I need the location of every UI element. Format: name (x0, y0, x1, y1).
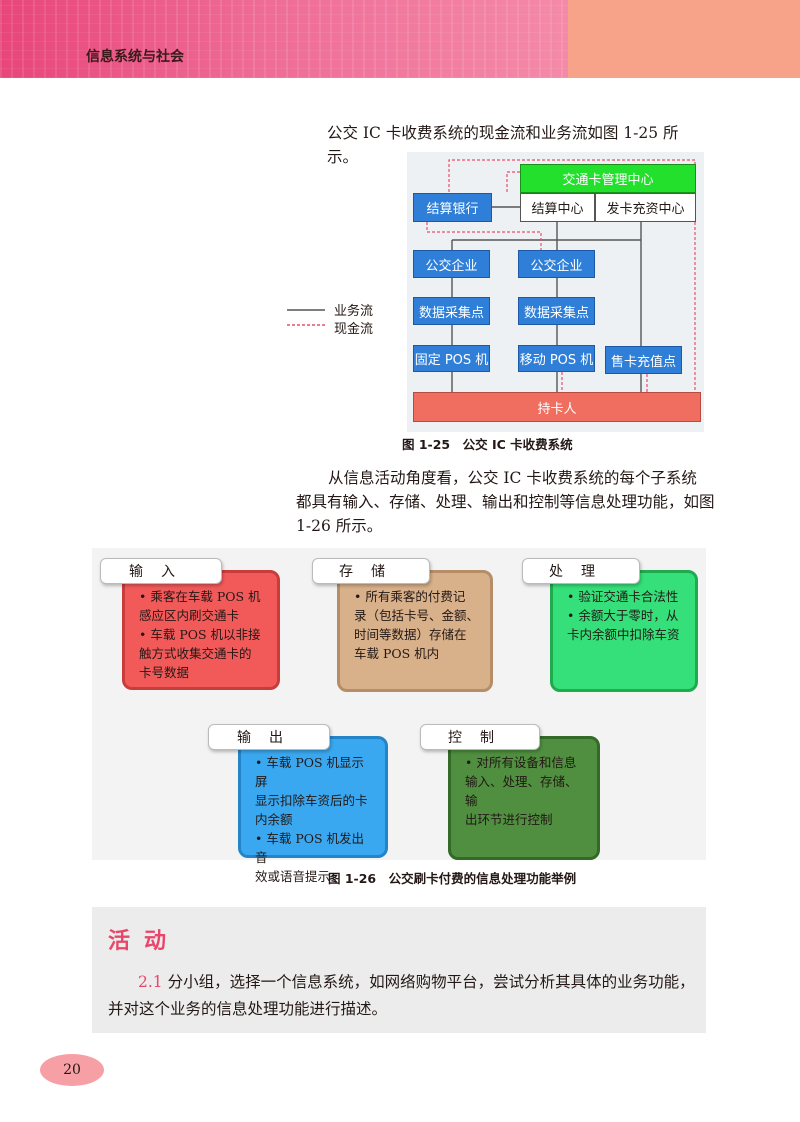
activity-number: 2.1 (138, 973, 163, 991)
card-line: 卡号数据 (139, 665, 190, 680)
card-line: • 车载 POS 机以非接 (139, 627, 261, 642)
card-processing-title: 处理 (522, 558, 640, 584)
card-line: • 车载 POS 机显示屏 (255, 755, 365, 789)
activity-body: 分小组，选择一个信息系统，如网络购物平台，尝试分析其具体的业务功能，并对这个业务… (108, 973, 695, 1018)
activity-box: 活动 2.1 分小组，选择一个信息系统，如网络购物平台，尝试分析其具体的业务功能… (92, 907, 706, 1033)
card-line: 录（包括卡号、金额、 (354, 608, 480, 623)
card-line: 时间等数据）存储在 (354, 627, 467, 642)
card-line: 内余额 (255, 812, 293, 827)
card-line: • 对所有设备和信息 (465, 755, 577, 770)
activity-title: 活动 (108, 929, 181, 954)
header-banner (0, 0, 568, 78)
node-data-collection-1: 数据采集点 (413, 297, 490, 325)
card-line: 车载 POS 机内 (354, 646, 440, 661)
figure-2-caption: 图 1-26 公交刷卡付费的信息处理功能举例 (328, 871, 577, 886)
legend-lines (287, 309, 325, 326)
node-settlement-bank: 结算银行 (413, 193, 492, 222)
node-fixed-pos: 固定 POS 机 (413, 345, 490, 372)
header-banner-right (568, 0, 800, 78)
card-line: 触方式收集交通卡的 (139, 646, 252, 661)
node-settlement-center: 结算中心 (520, 193, 595, 222)
card-line: 输入、处理、存储、输 (465, 774, 578, 808)
card-processing: • 验证交通卡合法性 • 余额大于零时，从 卡内余额中扣除车资 (550, 570, 698, 692)
intro-2-line-3: 1-26 所示。 (296, 517, 383, 535)
intro-2-line-1: 从信息活动角度看，公交 IC 卡收费系统的每个子系统 (328, 469, 697, 487)
node-mobile-pos: 移动 POS 机 (518, 345, 595, 372)
card-line: • 车载 POS 机发出音 (255, 831, 365, 865)
intro-paragraph-2: 从信息活动角度看，公交 IC 卡收费系统的每个子系统 都具有输入、存储、处理、输… (296, 466, 716, 538)
card-line: 出环节进行控制 (465, 812, 553, 827)
card-line: • 乘客在车载 POS 机 (139, 589, 261, 604)
card-line: • 所有乘客的付费记 (354, 589, 466, 604)
card-input: • 乘客在车载 POS 机 感应区内刷交通卡 • 车载 POS 机以非接 触方式… (122, 570, 280, 690)
card-control: • 对所有设备和信息 输入、处理、存储、输 出环节进行控制 (448, 736, 600, 860)
node-data-collection-2: 数据采集点 (518, 297, 595, 325)
node-bus-company-2: 公交企业 (518, 250, 595, 278)
card-line: 显示扣除车资后的卡 (255, 793, 368, 808)
legend-cash-label: 现金流 (334, 322, 374, 337)
card-line: 效或语音提示 (255, 869, 331, 884)
node-card-holder: 持卡人 (413, 392, 701, 422)
node-card-management-center: 交通卡管理中心 (520, 164, 696, 193)
activity-text: 2.1 分小组，选择一个信息系统，如网络购物平台，尝试分析其具体的业务功能，并对… (108, 969, 698, 1023)
card-output-title: 输出 (208, 724, 330, 750)
card-storage-title: 存储 (312, 558, 430, 584)
card-output: • 车载 POS 机显示屏 显示扣除车资后的卡 内余额 • 车载 POS 机发出… (238, 736, 388, 884)
card-line: • 余额大于零时，从 (567, 608, 679, 623)
node-card-sale-point: 售卡充值点 (605, 346, 682, 374)
intro-2-line-2: 都具有输入、存储、处理、输出和控制等信息处理功能，如图 (296, 493, 715, 511)
node-issue-recharge-center: 发卡充资中心 (595, 193, 696, 222)
card-storage: • 所有乘客的付费记 录（包括卡号、金额、 时间等数据）存储在 车载 POS 机… (337, 570, 493, 692)
card-line: • 验证交通卡合法性 (567, 589, 679, 604)
card-control-title: 控制 (420, 724, 540, 750)
figure-1-caption: 图 1-25 公交 IC 卡收费系统 (402, 437, 573, 452)
node-bus-company-1: 公交企业 (413, 250, 490, 278)
intro-paragraph-1: 公交 IC 卡收费系统的现金流和业务流如图 1-25 所示。 (327, 124, 679, 166)
card-line: 卡内余额中扣除车资 (567, 627, 680, 642)
running-header-title: 信息系统与社会 (86, 49, 184, 65)
figure-ic-card-system: 交通卡管理中心 结算银行 结算中心 发卡充资中心 公交企业 公交企业 数据采集点… (407, 152, 704, 432)
legend-business-label: 业务流 (334, 304, 374, 319)
figure-info-processing-functions: • 乘客在车载 POS 机 感应区内刷交通卡 • 车载 POS 机以非接 触方式… (92, 548, 706, 884)
card-input-title: 输入 (100, 558, 222, 584)
page-number: 20 (40, 1054, 104, 1086)
card-line: 感应区内刷交通卡 (139, 608, 240, 623)
